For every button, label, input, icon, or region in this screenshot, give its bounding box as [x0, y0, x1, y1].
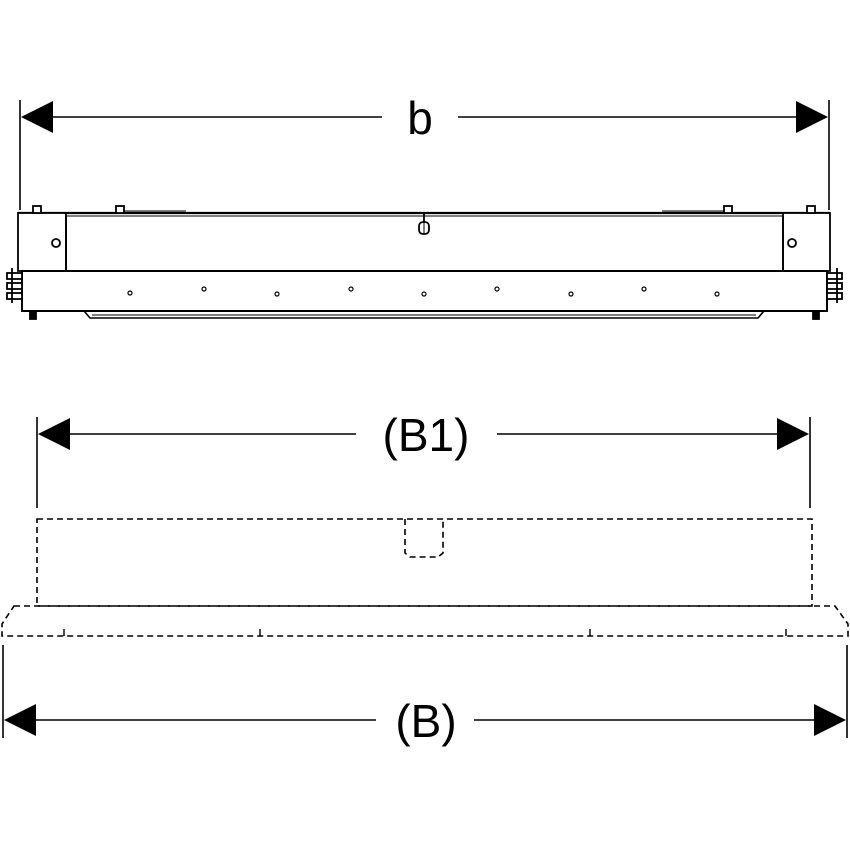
top-screw-3	[723, 205, 733, 214]
dimension-label-b1: (B1)	[383, 409, 470, 461]
dimension-b	[19, 100, 830, 210]
dashed-inner-box	[36, 518, 813, 607]
front-bar-holes	[127, 286, 720, 297]
top-screw-1	[32, 205, 42, 214]
arrowhead-left	[38, 418, 70, 450]
frame-drawing	[6, 205, 843, 320]
arrowhead-right	[777, 418, 809, 450]
arrowhead-right	[796, 101, 828, 133]
dashed-latch	[404, 519, 444, 558]
arrowhead-right	[814, 704, 846, 736]
arrowhead-left	[4, 704, 36, 736]
underside-plate	[83, 310, 765, 319]
top-screw-4	[806, 205, 816, 214]
left-hole	[51, 238, 61, 248]
front-bar	[21, 270, 828, 312]
dimension-B	[2, 645, 848, 738]
dashed-outline	[1, 518, 849, 637]
arrowhead-left	[21, 101, 53, 133]
top-screw-2	[115, 205, 125, 214]
dimension-label-B: (B)	[395, 695, 456, 747]
right-hole	[787, 238, 797, 248]
left-end-cap	[17, 212, 67, 272]
dashed-outer-plate	[1, 605, 849, 637]
right-end-cap	[782, 212, 831, 272]
dimension-b1	[36, 417, 811, 508]
dimension-label-b: b	[407, 92, 433, 144]
